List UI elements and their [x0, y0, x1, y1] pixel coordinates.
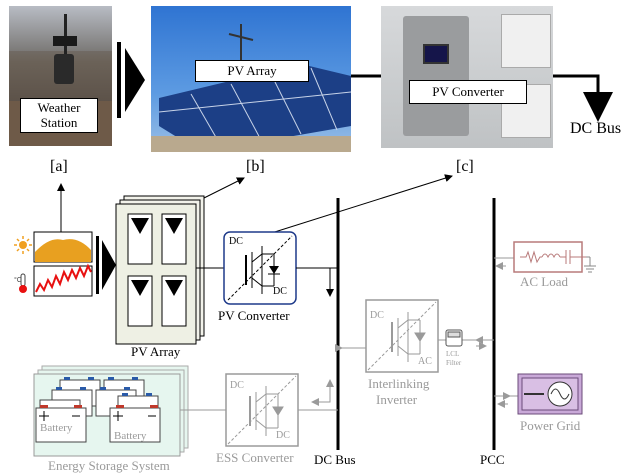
tag-b: [b]	[246, 158, 265, 175]
pv-converter-photo	[381, 6, 553, 148]
power-grid-block	[494, 373, 583, 415]
ess-dc-in: DC	[230, 380, 244, 391]
sun-icon	[14, 236, 32, 254]
interlinking-line1: Interlinking	[368, 376, 430, 391]
interlinking-line2: Inverter	[376, 392, 418, 407]
tag-a: [a]	[50, 158, 68, 175]
pv-array-caption: PV Array	[131, 344, 181, 359]
pv-converter-block	[223, 231, 297, 305]
sine-wave-icon	[550, 388, 570, 400]
pv-array-label: PV Array	[195, 60, 309, 82]
battery-2-label: Battery	[114, 430, 147, 442]
ground-icon	[584, 256, 596, 273]
lcl-line2: Filter	[446, 359, 462, 367]
dc-bus-label: DC Bus	[314, 452, 356, 467]
photo-dc-bus-label: DC Bus	[570, 120, 622, 137]
ess-block	[33, 365, 189, 457]
inductor-icon	[541, 253, 561, 259]
pv-conv-dc-in: DC	[229, 236, 243, 247]
pcc-label: PCC	[480, 452, 505, 467]
interlinking-inverter-block	[335, 299, 494, 373]
resistor-icon	[520, 250, 542, 264]
temperature-chart	[33, 263, 93, 297]
lcl-filter-icon	[445, 329, 463, 347]
thermometer-icon: °C	[14, 273, 27, 293]
pv-conv-dc-out: DC	[273, 286, 287, 297]
weather-station-label: Weather Station	[20, 98, 98, 133]
pv-array-block	[115, 195, 205, 345]
lcl-line1: LCL	[446, 350, 460, 358]
pv-converter-label: PV Converter	[409, 80, 527, 104]
ii-dc: DC	[370, 310, 384, 321]
ac-load-label: AC Load	[520, 274, 569, 289]
capacitor-icon	[560, 250, 586, 264]
ac-load-block	[494, 241, 596, 273]
pv-converter-caption: PV Converter	[218, 308, 290, 323]
ess-dc-out: DC	[276, 430, 290, 441]
battery-1-label: Battery	[40, 422, 73, 434]
ess-converter-label: ESS Converter	[216, 450, 294, 465]
power-grid-label: Power Grid	[520, 418, 581, 433]
irradiance-chart	[33, 231, 93, 263]
tag-c: [c]	[456, 158, 474, 175]
arrow-wedge-top	[117, 40, 147, 120]
ess-converter-block	[225, 373, 299, 447]
ess-label: Energy Storage System	[48, 458, 170, 473]
svg-text:°C: °C	[14, 276, 22, 284]
ii-ac: AC	[418, 356, 432, 367]
